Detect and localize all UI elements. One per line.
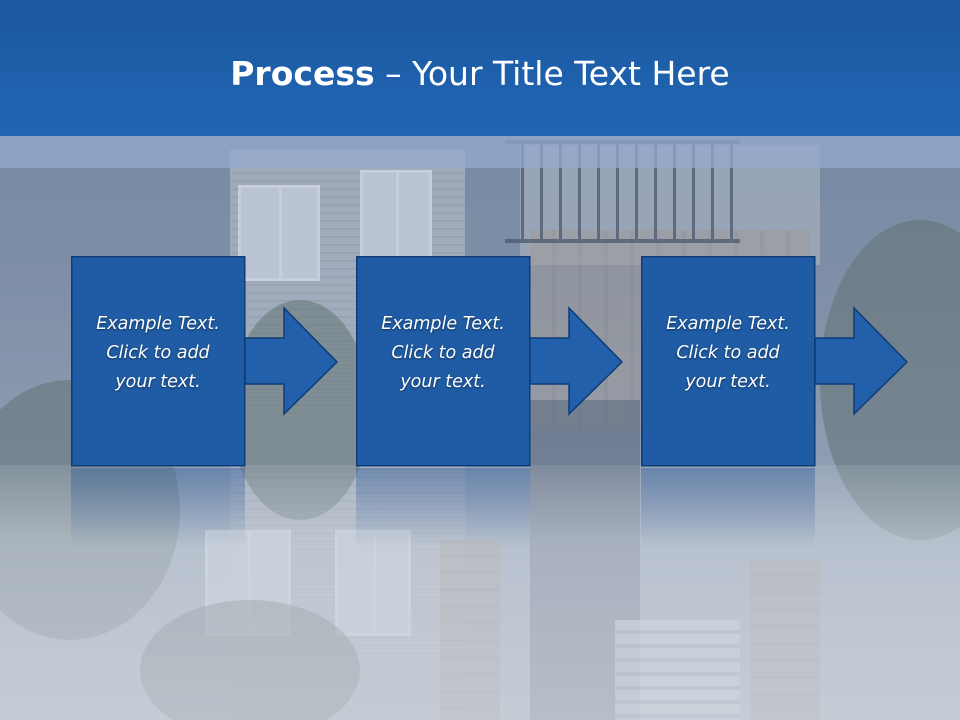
process-step-1[interactable]: Example Text. Click to add your text.: [71, 256, 359, 468]
step-text-line: Click to add: [391, 343, 495, 363]
bottom-fade: [0, 465, 960, 720]
step-text-line: your text.: [115, 372, 201, 392]
arrow-right-icon: [244, 306, 339, 416]
step-reflection: [356, 468, 530, 548]
process-step-shape: [356, 256, 624, 467]
slide-title-bold: Process: [230, 54, 375, 93]
arrow-right-icon: [814, 306, 909, 416]
step-text-line: Example Text.: [666, 314, 790, 334]
step-box: [71, 256, 246, 467]
step-text[interactable]: Example Text. Click to add your text.: [71, 310, 245, 397]
process-step-2[interactable]: Example Text. Click to add your text.: [356, 256, 644, 468]
step-text-line: Click to add: [106, 343, 210, 363]
step-box: [356, 256, 531, 467]
step-reflection: [71, 468, 245, 548]
step-text-line: Example Text.: [96, 314, 220, 334]
slide-title[interactable]: Process – Your Title Text Here: [0, 52, 960, 96]
step-text-line: your text.: [685, 372, 771, 392]
step-text[interactable]: Example Text. Click to add your text.: [356, 310, 530, 397]
step-text-line: Click to add: [676, 343, 780, 363]
title-bar: [0, 0, 960, 136]
window: [238, 185, 320, 281]
step-box: [641, 256, 816, 467]
process-step-3[interactable]: Example Text. Click to add your text.: [641, 256, 929, 468]
process-step-shape: [71, 256, 339, 467]
process-step-shape: [641, 256, 909, 467]
step-reflection: [641, 468, 815, 548]
title-subband: [0, 136, 960, 168]
step-text[interactable]: Example Text. Click to add your text.: [641, 310, 815, 397]
slide-title-rest: – Your Title Text Here: [374, 54, 730, 93]
step-text-line: your text.: [400, 372, 486, 392]
arrow-right-icon: [529, 306, 624, 416]
step-text-line: Example Text.: [381, 314, 505, 334]
